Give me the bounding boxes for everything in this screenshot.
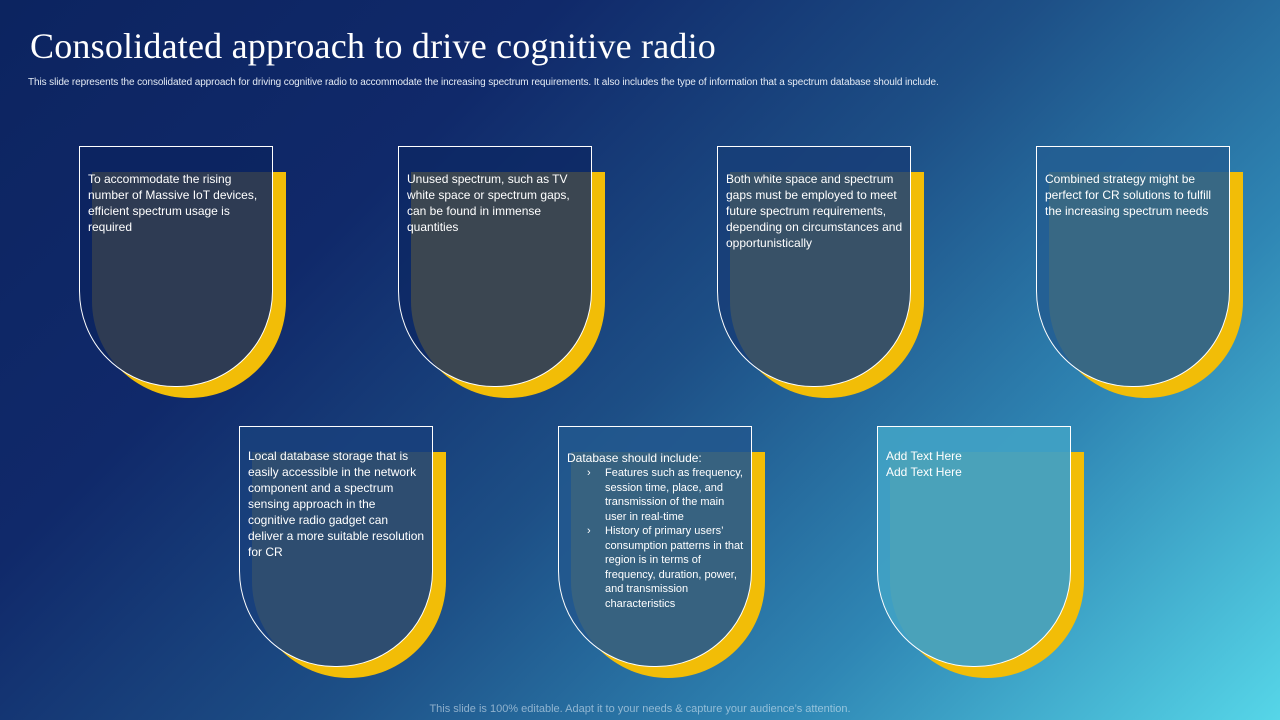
card-body: Unused spectrum, such as TV white space … — [398, 146, 592, 387]
chevron-right-icon: › — [587, 525, 591, 537]
card-text: Both white space and spectrum gaps must … — [726, 172, 903, 250]
card-text: Local database storage that is easily ac… — [248, 449, 425, 559]
bullet-text: History of primary users’ consumption pa… — [605, 525, 744, 610]
shield-card-1: To accommodate the rising number of Mass… — [79, 146, 286, 398]
bullet-item: › Features such as frequency, session ti… — [567, 466, 745, 524]
card-body: Combined strategy might be perfect for C… — [1036, 146, 1230, 387]
database-heading: Database should include: — [567, 451, 702, 465]
shield-card-6: Database should include: › Features such… — [558, 426, 765, 678]
database-bullets: › Features such as frequency, session ti… — [567, 466, 745, 611]
slide-footer: This slide is 100% editable. Adapt it to… — [429, 703, 851, 715]
card-text: Unused spectrum, such as TV white space … — [407, 172, 570, 234]
card-body: Add Text Here Add Text Here — [877, 426, 1071, 667]
shield-card-4: Combined strategy might be perfect for C… — [1036, 146, 1243, 398]
card-text: To accommodate the rising number of Mass… — [88, 172, 258, 234]
shield-card-5: Local database storage that is easily ac… — [239, 426, 446, 678]
chevron-right-icon: › — [587, 467, 591, 479]
shield-card-7: Add Text Here Add Text Here — [877, 426, 1084, 678]
slide-title: Consolidated approach to drive cognitive… — [30, 26, 717, 66]
card-body: Both white space and spectrum gaps must … — [717, 146, 911, 387]
shield-card-3: Both white space and spectrum gaps must … — [717, 146, 924, 398]
card-body: Local database storage that is easily ac… — [239, 426, 433, 667]
slide-subtitle: This slide represents the consolidated a… — [28, 77, 939, 88]
shield-card-2: Unused spectrum, such as TV white space … — [398, 146, 605, 398]
database-list: Database should include: › Features such… — [567, 450, 745, 611]
card-text: Combined strategy might be perfect for C… — [1045, 172, 1212, 218]
placeholder-line: Add Text Here — [886, 449, 962, 463]
card-placeholder-text: Add Text Here Add Text Here — [886, 448, 1064, 480]
card-body: To accommodate the rising number of Mass… — [79, 146, 273, 387]
bullet-text: Features such as frequency, session time… — [605, 467, 743, 523]
placeholder-line: Add Text Here — [886, 465, 962, 479]
card-body: Database should include: › Features such… — [558, 426, 752, 667]
bullet-item: › History of primary users’ consumption … — [567, 524, 745, 611]
